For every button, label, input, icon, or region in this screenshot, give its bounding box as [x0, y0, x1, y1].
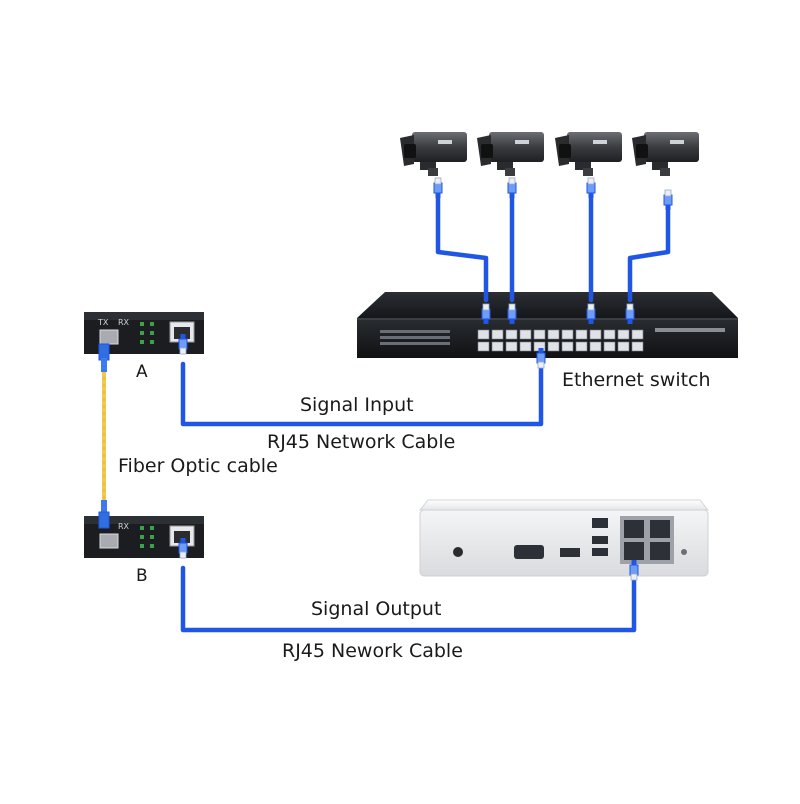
- network-cable: [627, 197, 671, 303]
- rj45-network-cable-label: RJ45 Network Cable: [267, 431, 456, 453]
- converter-b-label: B: [136, 566, 148, 586]
- rj45-nework-cable-label: RJ45 Nework Cable: [282, 640, 463, 662]
- rj45-plug-icon: [663, 189, 673, 211]
- fiber-optic-cable-label: Fiber Optic cable: [118, 455, 278, 477]
- fiber-connector-icon: [98, 500, 110, 529]
- ip-camera-icon: [632, 132, 699, 176]
- rj45-plug-icon: [507, 177, 517, 199]
- fiber-connector-icon: [98, 343, 110, 372]
- signal-output-label: Signal Output: [311, 598, 442, 620]
- converter-a-label: A: [136, 362, 148, 382]
- ethernet-switch-label: Ethernet switch: [562, 369, 711, 391]
- converter-b-rx-label: RX: [118, 522, 130, 531]
- converter-a-tx-label: TX: [97, 318, 109, 327]
- nvr-recorder-icon: [418, 499, 710, 577]
- network-cable: [180, 361, 544, 427]
- converter-a-rx-label: RX: [118, 318, 130, 327]
- network-cable: [180, 565, 637, 633]
- signal-input-label: Signal Input: [300, 394, 414, 416]
- rj45-plug-icon: [586, 177, 596, 199]
- ethernet-switch-icon: [357, 292, 738, 358]
- ip-camera-icon: [555, 132, 622, 176]
- rj45-plug-icon: [433, 177, 443, 199]
- ip-camera-icon: [477, 132, 544, 176]
- ip-camera-icon: [400, 132, 467, 176]
- network-cable: [435, 185, 489, 303]
